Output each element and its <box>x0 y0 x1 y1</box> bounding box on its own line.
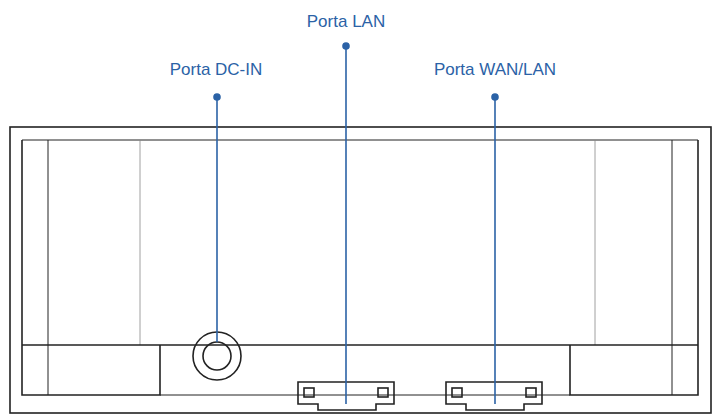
leader-dot <box>492 94 498 100</box>
wan-lan-port <box>446 382 542 410</box>
leader-lines <box>214 43 498 404</box>
housing-outline <box>10 127 711 413</box>
left-foot <box>22 345 160 395</box>
port-label: Porta WAN/LAN <box>434 60 556 80</box>
port-label: Porta LAN <box>307 12 385 32</box>
leader-line <box>345 46 347 404</box>
leader-dot <box>214 94 220 100</box>
router-body <box>10 127 711 413</box>
leader-dot <box>343 43 349 49</box>
port-label: Porta DC-IN <box>170 60 263 80</box>
right-foot <box>570 345 698 395</box>
leader-line <box>216 97 218 342</box>
leader-line <box>494 97 496 404</box>
